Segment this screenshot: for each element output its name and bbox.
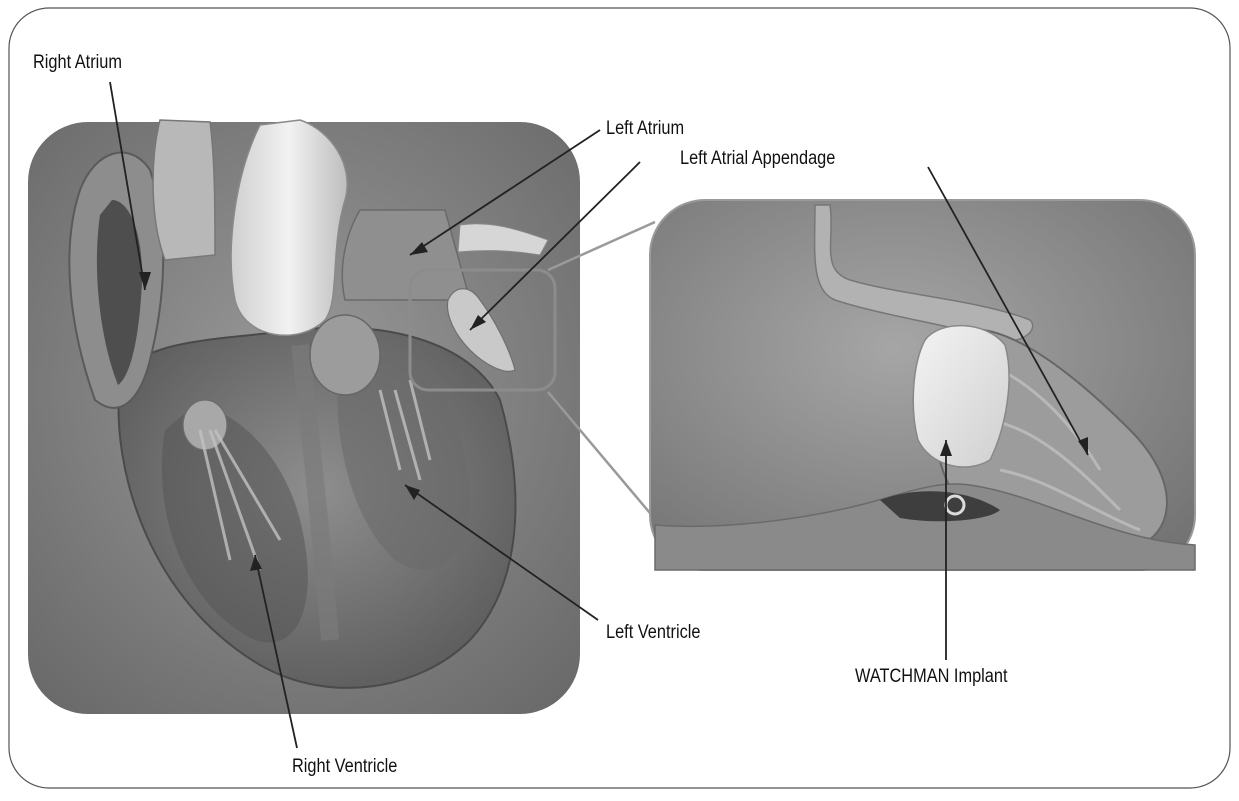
label-right-ventricle: Right Ventricle bbox=[292, 756, 397, 778]
aorta bbox=[231, 120, 347, 335]
label-watchman-implant: WATCHMAN Implant bbox=[855, 666, 1008, 688]
tricuspid-valve bbox=[183, 400, 227, 450]
label-left-atrial-appendage: Left Atrial Appendage bbox=[680, 148, 835, 170]
vena-cava bbox=[153, 120, 215, 260]
label-left-atrium: Left Atrium bbox=[606, 118, 684, 140]
label-left-ventricle: Left Ventricle bbox=[606, 622, 700, 644]
label-right-atrium: Right Atrium bbox=[33, 52, 122, 74]
mitral-valve bbox=[310, 315, 380, 395]
watchman-implant-shape bbox=[913, 326, 1009, 467]
